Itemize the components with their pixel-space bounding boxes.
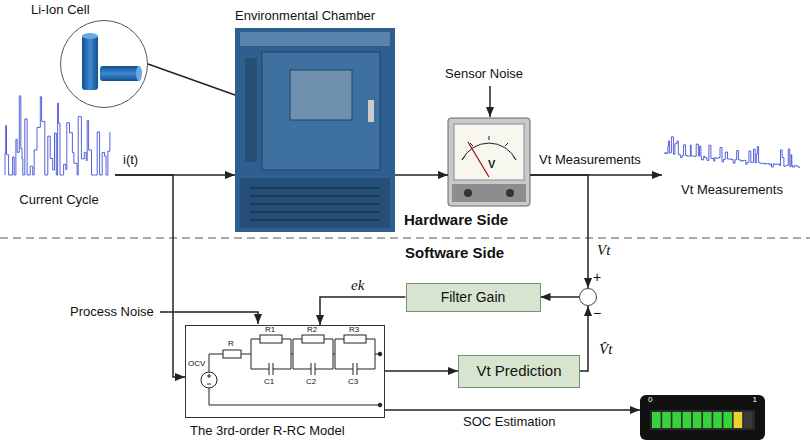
summing-junction: +− bbox=[579, 288, 597, 306]
node-text: Vt Prediction bbox=[476, 362, 561, 380]
waveform-panel: Current Cycle bbox=[3, 92, 115, 210]
connector-arrow bbox=[320, 297, 406, 325]
connector-arrow bbox=[148, 64, 235, 95]
circuit-label: R bbox=[228, 340, 234, 348]
node-text: − bbox=[593, 305, 601, 322]
environmental-chamber bbox=[235, 28, 395, 232]
edge-label: ek bbox=[350, 276, 365, 294]
node-text: V bbox=[488, 158, 495, 171]
voltmeter-figure: V bbox=[448, 118, 530, 206]
node-text: Filter Gain bbox=[441, 289, 506, 306]
model-box: The 3rd-order R-RC Model bbox=[185, 325, 385, 418]
section-label: Software Side bbox=[405, 244, 504, 262]
circuit-label: C1 bbox=[264, 378, 274, 386]
edge-label: i(t) bbox=[122, 152, 139, 168]
circuit-label: C3 bbox=[348, 378, 358, 386]
connector-arrow bbox=[385, 409, 640, 411]
node-text: Vt Measurements bbox=[662, 182, 802, 198]
section-label: Hardware Side bbox=[404, 211, 508, 229]
waveform-panel: Vt Measurements bbox=[662, 140, 802, 198]
edge-label: SOC Estimation bbox=[462, 414, 556, 430]
circuit-label: R3 bbox=[349, 326, 359, 334]
node-text: Li-Ion Cell bbox=[31, 2, 90, 18]
connector-arrow bbox=[395, 174, 448, 176]
edge-label: Vt bbox=[596, 241, 611, 259]
connector-arrow bbox=[385, 370, 458, 372]
circuit-label: R1 bbox=[265, 326, 275, 334]
connector-arrow bbox=[530, 175, 588, 288]
annotation-label: Process Noise bbox=[70, 304, 154, 320]
node-text: + bbox=[593, 269, 601, 286]
li-ion-cells bbox=[61, 21, 147, 107]
process-box: Filter Gain bbox=[406, 283, 541, 312]
node-text: 1 bbox=[753, 396, 757, 404]
node-text: Environmental Chamber bbox=[235, 8, 375, 24]
node-text: The 3rd-order R-RC Model bbox=[190, 423, 345, 439]
gauge-figure: 01 bbox=[640, 395, 765, 440]
divider-line bbox=[0, 238, 810, 239]
soc-gauge bbox=[640, 395, 765, 440]
voltmeter bbox=[448, 118, 530, 206]
connector-arrow bbox=[580, 306, 588, 371]
node-text: 0 bbox=[648, 396, 652, 404]
edge-label: V̂t bbox=[598, 340, 613, 358]
connector-arrow bbox=[115, 175, 185, 377]
rrc-circuit bbox=[201, 335, 382, 407]
node-text: Current Cycle bbox=[3, 192, 115, 208]
cell-inset: Li-Ion Cell bbox=[60, 20, 148, 108]
circuit-label: OCV bbox=[188, 360, 205, 368]
connector-arrow bbox=[541, 296, 580, 298]
annotation-label: Sensor Noise bbox=[445, 66, 523, 82]
noise-arrow bbox=[160, 312, 258, 324]
current-waveform bbox=[5, 96, 110, 175]
circuit-label: R2 bbox=[307, 326, 317, 334]
noise-arrow bbox=[489, 86, 491, 117]
edge-label: Vt Measurements bbox=[538, 152, 642, 168]
process-box: Vt Prediction bbox=[458, 355, 580, 388]
voltage-waveform bbox=[665, 137, 800, 168]
chamber-figure: Environmental Chamber bbox=[235, 28, 395, 232]
circuit-label: C2 bbox=[306, 378, 316, 386]
